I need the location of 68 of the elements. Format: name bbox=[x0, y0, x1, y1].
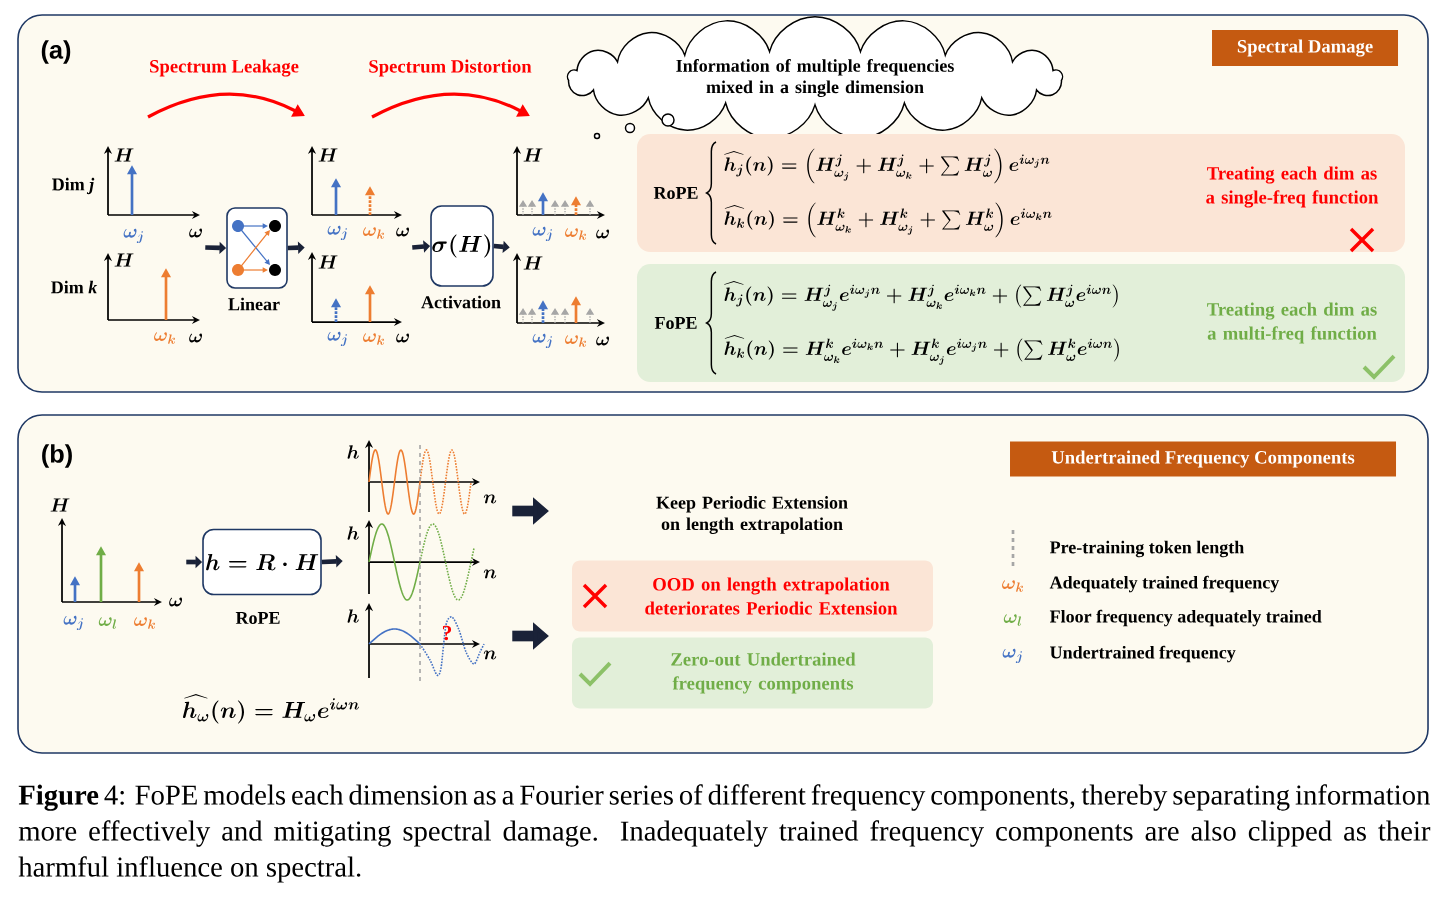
frequency-label: $\omega_k$ bbox=[565, 228, 587, 240]
legend-text: Pre-training token length bbox=[1049, 540, 1244, 558]
method-label: FoPE bbox=[654, 317, 697, 329]
axis-label: $\omega$ bbox=[396, 333, 410, 343]
message-text: Zero-out Undertrained frequency components bbox=[671, 652, 856, 694]
dimension-label: Dim k bbox=[51, 280, 98, 294]
thought-cloud: Information of multiple frequencies mixed in a single dimension bbox=[566, 16, 1064, 140]
box-caption: Activation bbox=[421, 295, 501, 309]
legend-symbol: $\omega_k$ bbox=[1002, 580, 1024, 592]
formula: $\widehat{h_k}(n) = H^{k}_{\omega_k} e^{i\omega_k n} + H^{k}_{\omega_j} e^{i\omega_j n} + \left(\sum H^{k}_{\omega} e^{i\omega n}\right)$ bbox=[724, 334, 1119, 365]
axis-label: $h$ bbox=[347, 445, 359, 459]
legend-text: Undertrained frequency bbox=[1050, 645, 1236, 663]
axis-label: $H$ bbox=[114, 148, 134, 162]
frequency-label: $\omega_k$ bbox=[134, 617, 156, 629]
axis-label: $h$ bbox=[347, 526, 359, 540]
note-text: Treating each dim as a single-freq function bbox=[1206, 166, 1379, 208]
stage-label: Spectrum Distortion bbox=[369, 59, 532, 77]
frequency-label: $\omega_j$ bbox=[123, 228, 143, 244]
axis-label: $n$ bbox=[483, 569, 497, 579]
method-label: RoPE bbox=[653, 187, 698, 199]
frequency-label: $\omega_j$ bbox=[532, 333, 552, 349]
axis-label: $H$ bbox=[523, 256, 543, 270]
frequency-label: $\omega_k$ bbox=[565, 335, 587, 347]
axis-label: $\omega$ bbox=[169, 597, 183, 607]
result-text: Keep Periodic Extension on length extrapolation bbox=[656, 496, 848, 534]
frequency-label: $\omega_k$ bbox=[154, 332, 176, 344]
axis-label: $n$ bbox=[483, 650, 497, 660]
axis-label: $\omega$ bbox=[189, 333, 203, 343]
panel-label: (a) bbox=[41, 40, 71, 64]
message-text: OOD on length extrapolation deteriorates Periodic Extension bbox=[645, 577, 898, 615]
legend-text: Adequately trained frequency bbox=[1049, 575, 1280, 593]
caption: Figure 4: FoPE models each dimension as a Fourier series of different frequency components, thereby separating information more effectively and mitigating spectral damage. Inadequately trained frequency components are also clipped as their harmful influence on spectral. bbox=[18, 784, 1431, 883]
dimension-label: Dimj bbox=[52, 177, 95, 195]
box-caption: Linear bbox=[228, 297, 280, 311]
formula: $\widehat{h_k}(n) = \left(H^{k}_{\omega_k} + H^{k}_{\omega_j} + \sum H^{k}_{\omega}\right) e^{i\omega_k n}$ bbox=[724, 202, 1052, 238]
legend-symbol: $\omega_j$ bbox=[1002, 648, 1022, 664]
axis-label: $H$ bbox=[50, 498, 70, 512]
axis-label: $\omega$ bbox=[596, 336, 610, 346]
tag-label: Spectral Damage bbox=[1212, 30, 1398, 66]
axis-label: $H$ bbox=[318, 148, 338, 162]
frequency-label: $\omega_j$ bbox=[327, 225, 347, 241]
axis-label: $h$ bbox=[347, 609, 359, 623]
legend-symbol: $\omega_l$ bbox=[1003, 614, 1022, 626]
panel-label: (b) bbox=[42, 444, 72, 468]
axis-label: $H$ bbox=[318, 255, 338, 269]
frequency-label: $\omega_j$ bbox=[532, 226, 552, 242]
axis-label: $\omega$ bbox=[189, 228, 203, 238]
note-text: Treating each dim as a multi-freq function bbox=[1207, 302, 1377, 344]
formula: $\widehat{h_{\omega}}(n) = H_{\omega} e^{i\omega n}$ bbox=[183, 693, 359, 724]
axis-label: $n$ bbox=[483, 494, 497, 504]
formula: $\widehat{h_j}(n) = H^{j}_{\omega_j} e^{i\omega_j n} + H^{j}_{\omega_k} e^{i\omega_k n} + \left(\sum H^{j}_{\omega} e^{i\omega n}\right)$ bbox=[724, 280, 1118, 311]
formula: $\widehat{h_j}(n) = \left(H^{j}_{\omega_j} + H^{j}_{\omega_k} + \sum H^{j}_{\omega}\right) e^{i\omega_j n}$ bbox=[724, 148, 1050, 184]
frequency-label: $\omega_j$ bbox=[327, 331, 347, 347]
axis-label: $\omega$ bbox=[396, 227, 410, 237]
formula-box: $h = R \cdot H$ bbox=[202, 528, 322, 596]
formula-box: $\sigma(H)$ bbox=[430, 205, 494, 287]
frequency-label: $\omega_l$ bbox=[98, 617, 117, 629]
stage-label: Spectrum Leakage bbox=[150, 59, 299, 77]
frequency-label: $\omega_k$ bbox=[363, 333, 385, 345]
frequency-label: $\omega_k$ bbox=[363, 227, 385, 239]
question-mark: ? bbox=[442, 625, 452, 641]
tag-label: Undertrained Frequency Components bbox=[1010, 441, 1396, 477]
axis-label: $\omega$ bbox=[596, 229, 610, 239]
axis-label: $H$ bbox=[114, 253, 134, 267]
legend-text: Floor frequency adequately trained bbox=[1049, 609, 1322, 627]
box-caption: RoPE bbox=[235, 612, 280, 624]
axis-label: $H$ bbox=[523, 148, 543, 162]
frequency-label: $\omega_j$ bbox=[63, 615, 83, 631]
